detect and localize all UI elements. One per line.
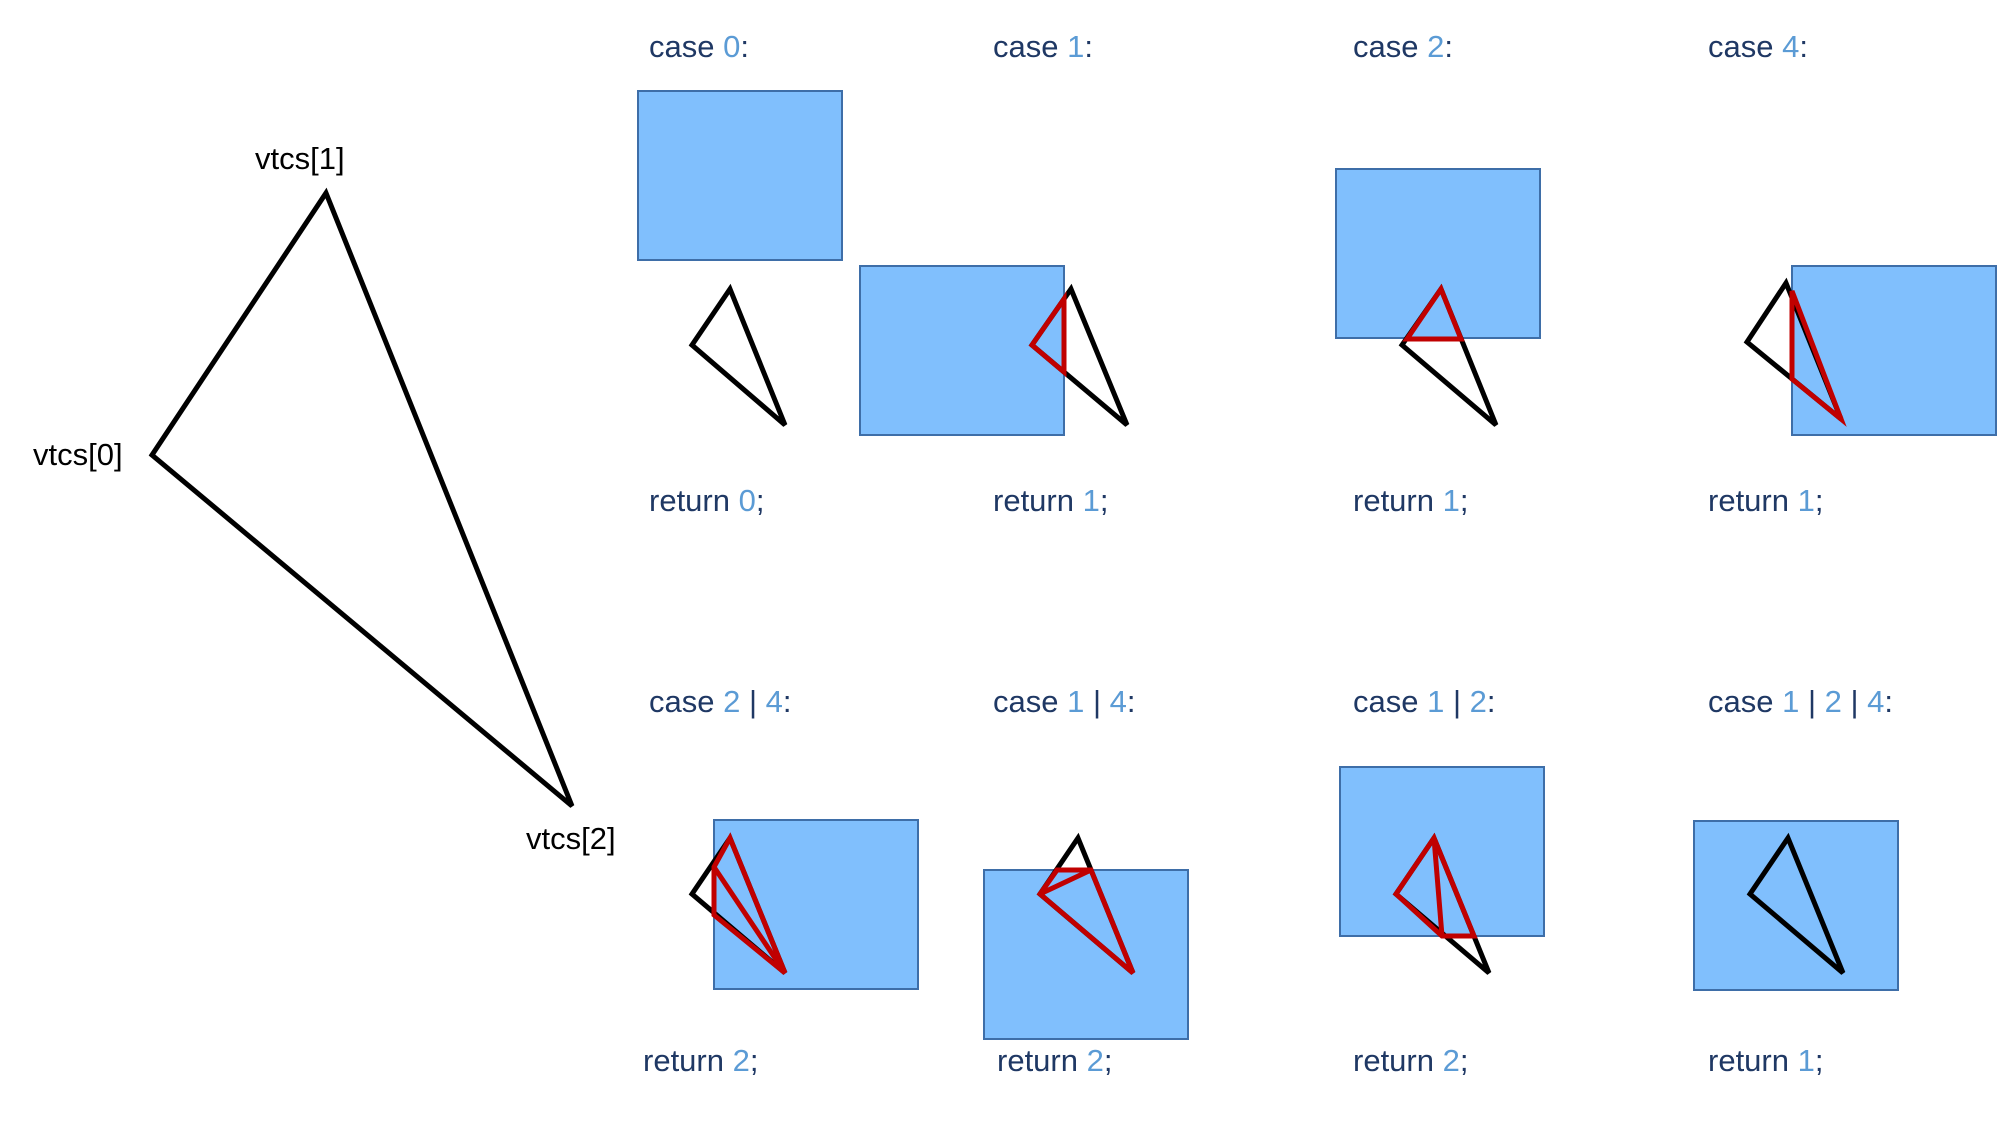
case-1-return: return 1; — [993, 483, 1109, 518]
case-2-clipped-triangle — [1402, 283, 1465, 342]
case-1-2-4-region — [1693, 820, 1899, 991]
case-0-region — [637, 90, 843, 261]
case-2-4-region — [713, 819, 919, 990]
case-1-illustration — [859, 265, 1130, 436]
case-1-2-4-illustration — [1693, 820, 1899, 991]
case-1-2-return: return 2; — [1353, 1043, 1469, 1078]
case-1-4-return: return 2; — [997, 1043, 1113, 1078]
case-1-4-label: case 1 | 4: — [993, 684, 1136, 719]
case-4-clipped-triangle — [1789, 290, 1847, 427]
case-0-illustration — [637, 90, 843, 427]
case-1-region — [859, 265, 1065, 436]
case-2-4-illustration — [688, 819, 919, 990]
vertex-label-0: vtcs[0] — [33, 437, 123, 472]
case-2-4-fan-edge — [711, 865, 788, 975]
case-2-region — [1335, 168, 1541, 339]
case-1-2-4-triangle — [1746, 832, 1846, 975]
case-1-4-fan-edge — [1038, 867, 1093, 897]
case-0-triangle — [688, 283, 788, 427]
case-1-2-label: case 1 | 2: — [1353, 684, 1496, 719]
case-1-2-fan-edge — [1431, 837, 1445, 937]
case-2-4-label: case 2 | 4: — [649, 684, 792, 719]
case-2-illustration — [1335, 168, 1541, 427]
vertex-label-1: vtcs[1] — [255, 141, 345, 176]
case-1-2-clipped-outline — [1392, 832, 1478, 939]
case-0-return: return 0; — [649, 483, 765, 518]
case-2-return: return 1; — [1353, 483, 1469, 518]
case-1-clipped-triangle — [1028, 291, 1067, 378]
case-1-label: case 1: — [993, 29, 1093, 64]
case-4-return: return 1; — [1708, 483, 1824, 518]
main-triangle — [148, 187, 575, 808]
case-1-4-illustration — [983, 832, 1189, 1040]
case-4-illustration — [1743, 265, 1997, 436]
case-2-label: case 2: — [1353, 29, 1453, 64]
case-2-4-return: return 2; — [643, 1043, 759, 1078]
vertex-label-2: vtcs[2] — [526, 821, 616, 856]
case-4-region — [1791, 265, 1997, 436]
case-4-label: case 4: — [1708, 29, 1808, 64]
case-1-4-region — [983, 869, 1189, 1040]
case-1-2-4-return: return 1; — [1708, 1043, 1824, 1078]
case-0-label: case 0: — [649, 29, 749, 64]
case-1-2-4-label: case 1 | 2 | 4: — [1708, 684, 1894, 719]
case-1-2-illustration — [1339, 766, 1545, 975]
